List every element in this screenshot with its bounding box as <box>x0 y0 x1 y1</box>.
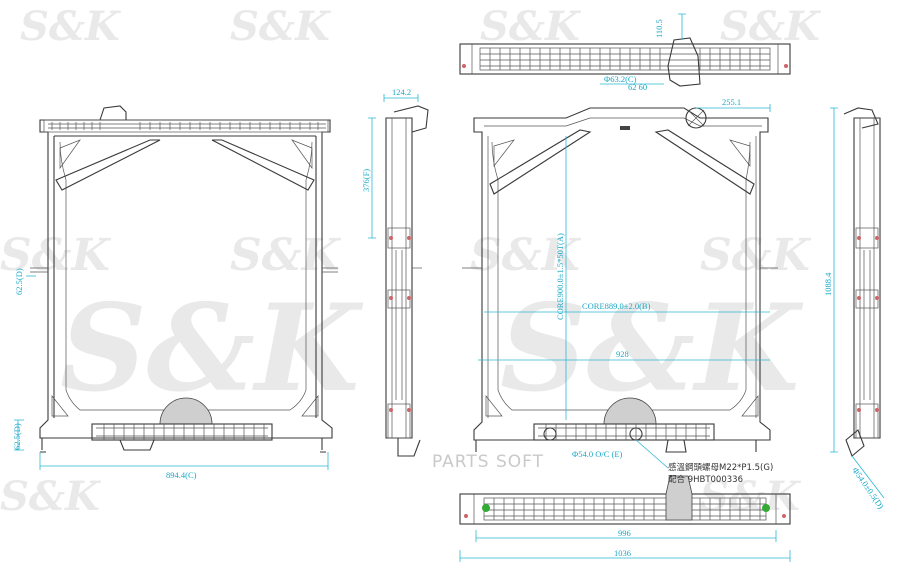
dim-928: 928 <box>616 349 629 359</box>
dim-996: 996 <box>618 528 631 538</box>
bottom-tank-left <box>91 423 273 441</box>
watermark-text: S&K <box>500 278 804 419</box>
top-view-grid <box>489 48 761 70</box>
dim-62-5: 62.5(D) <box>12 423 22 450</box>
note-line-1: 感溫鋼頭螺母M22*P1.5(G) <box>668 462 773 473</box>
watermark-text: S&K <box>230 230 342 281</box>
note-leader <box>635 439 669 469</box>
watermark-text: S&K <box>480 3 582 50</box>
top-view-filler-neck <box>667 37 701 87</box>
top-view-upper: 110.5 Φ63.2(C) 62 60 <box>459 13 791 92</box>
bottom-tank-right <box>533 423 715 441</box>
watermark-text: S&K <box>0 230 112 281</box>
front-view-right: 255.1 CORE900.0±1.5*50T(A) CORE889.0±2.0… <box>462 97 778 459</box>
watermark-text: S&K <box>20 3 122 50</box>
side-view-left: 124.2 376(F) <box>361 87 429 457</box>
dim-110-5: 110.5 <box>654 19 664 38</box>
dim-phi-63-2: Φ63.2(C) <box>604 74 637 84</box>
top-tank-fins <box>48 122 326 130</box>
brand-overlay: PARTS SOFT <box>432 452 544 472</box>
dim-62-5-upper: 62.5(D) <box>14 268 24 295</box>
right-side-hose-bottom <box>845 429 865 457</box>
watermark-text: S&K <box>0 473 102 520</box>
dim-phi-63-2-sub: 62 60 <box>628 82 647 92</box>
dim-core-width: CORE889.0±2.0(B) <box>582 301 651 311</box>
watermark-text: S&K <box>230 3 332 50</box>
watermark-text: S&K <box>700 473 802 520</box>
bottom-view: 996 1036 <box>459 475 791 562</box>
dim-894-4: 894.4(C) <box>166 470 197 480</box>
side-view-right: 1088.4 Φ54.0±0.5(D) <box>823 107 886 511</box>
watermark-text: S&K <box>470 230 582 281</box>
watermark-layer: S&K S&K S&K S&K S&K S&K S&K S&K S&K S&K … <box>0 3 822 520</box>
side-hose-top <box>393 105 429 133</box>
dim-1036: 1036 <box>614 548 631 558</box>
bottom-bolt-right <box>762 504 770 512</box>
front-view-left: 894.4(C) 62.5(D) 62.5(D) <box>12 105 338 480</box>
dim-255-1: 255.1 <box>722 97 741 107</box>
bottom-outlet <box>665 475 693 521</box>
dim-376: 376(F) <box>361 169 371 192</box>
dim-1088-4: 1088.4 <box>823 272 833 296</box>
fan-shroud-left <box>159 397 213 425</box>
drain-fitting <box>665 439 687 453</box>
watermark-text: S&K <box>60 278 364 419</box>
fan-shroud-right <box>603 397 657 425</box>
bottom-bolt-left <box>482 504 490 512</box>
dim-phi-54-0: Φ54.0±0.5(D) <box>850 465 886 510</box>
right-side-hose-top <box>843 107 879 129</box>
front-right-badge <box>620 126 630 130</box>
dim-core-height: CORE900.0±1.5*50T(A) <box>555 233 565 320</box>
note-line-2: 配合 9HBT000336 <box>668 474 743 485</box>
dim-outlet-54: Φ54.0 O/C (E) <box>572 449 623 459</box>
filler-neck-left <box>99 105 127 121</box>
dim-124-2: 124.2 <box>392 87 411 97</box>
watermark-text: S&K <box>720 3 822 50</box>
